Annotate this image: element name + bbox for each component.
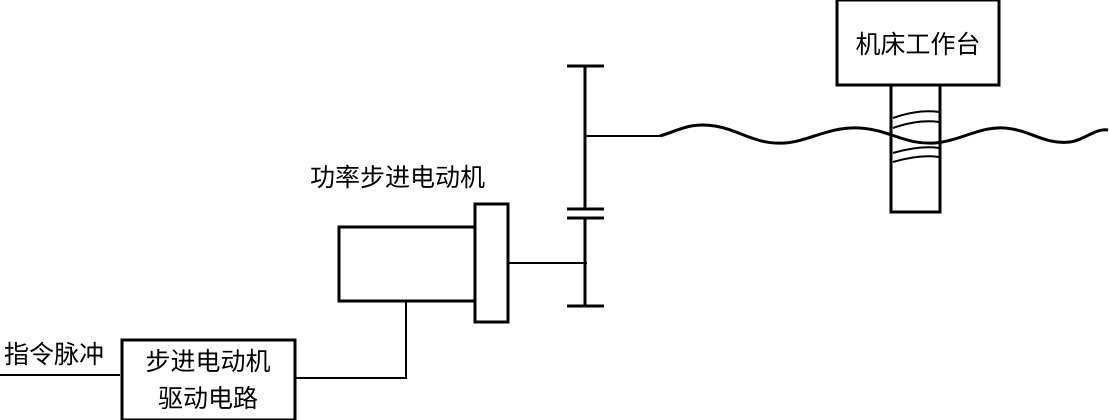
driver-label-line2: 驱动电路 — [158, 384, 258, 413]
motor-flange — [473, 202, 510, 324]
nut-thread-1 — [892, 110, 940, 119]
screw-nut — [889, 83, 942, 214]
motor-body — [337, 225, 477, 303]
driver-motor-wire — [296, 302, 407, 379]
nut-thread-3 — [892, 146, 940, 154]
motor-label: 功率步进电动机 — [310, 163, 485, 192]
lead-screw-wave — [659, 123, 1109, 145]
worktable-label: 机床工作台 — [855, 30, 980, 59]
driver-circuit-box — [120, 338, 297, 420]
nut-thread-2 — [892, 120, 940, 129]
driver-label-line1: 步进电动机 — [145, 347, 270, 376]
command-pulse-label: 指令脉冲 — [4, 340, 104, 369]
nut-thread-4 — [892, 155, 940, 163]
